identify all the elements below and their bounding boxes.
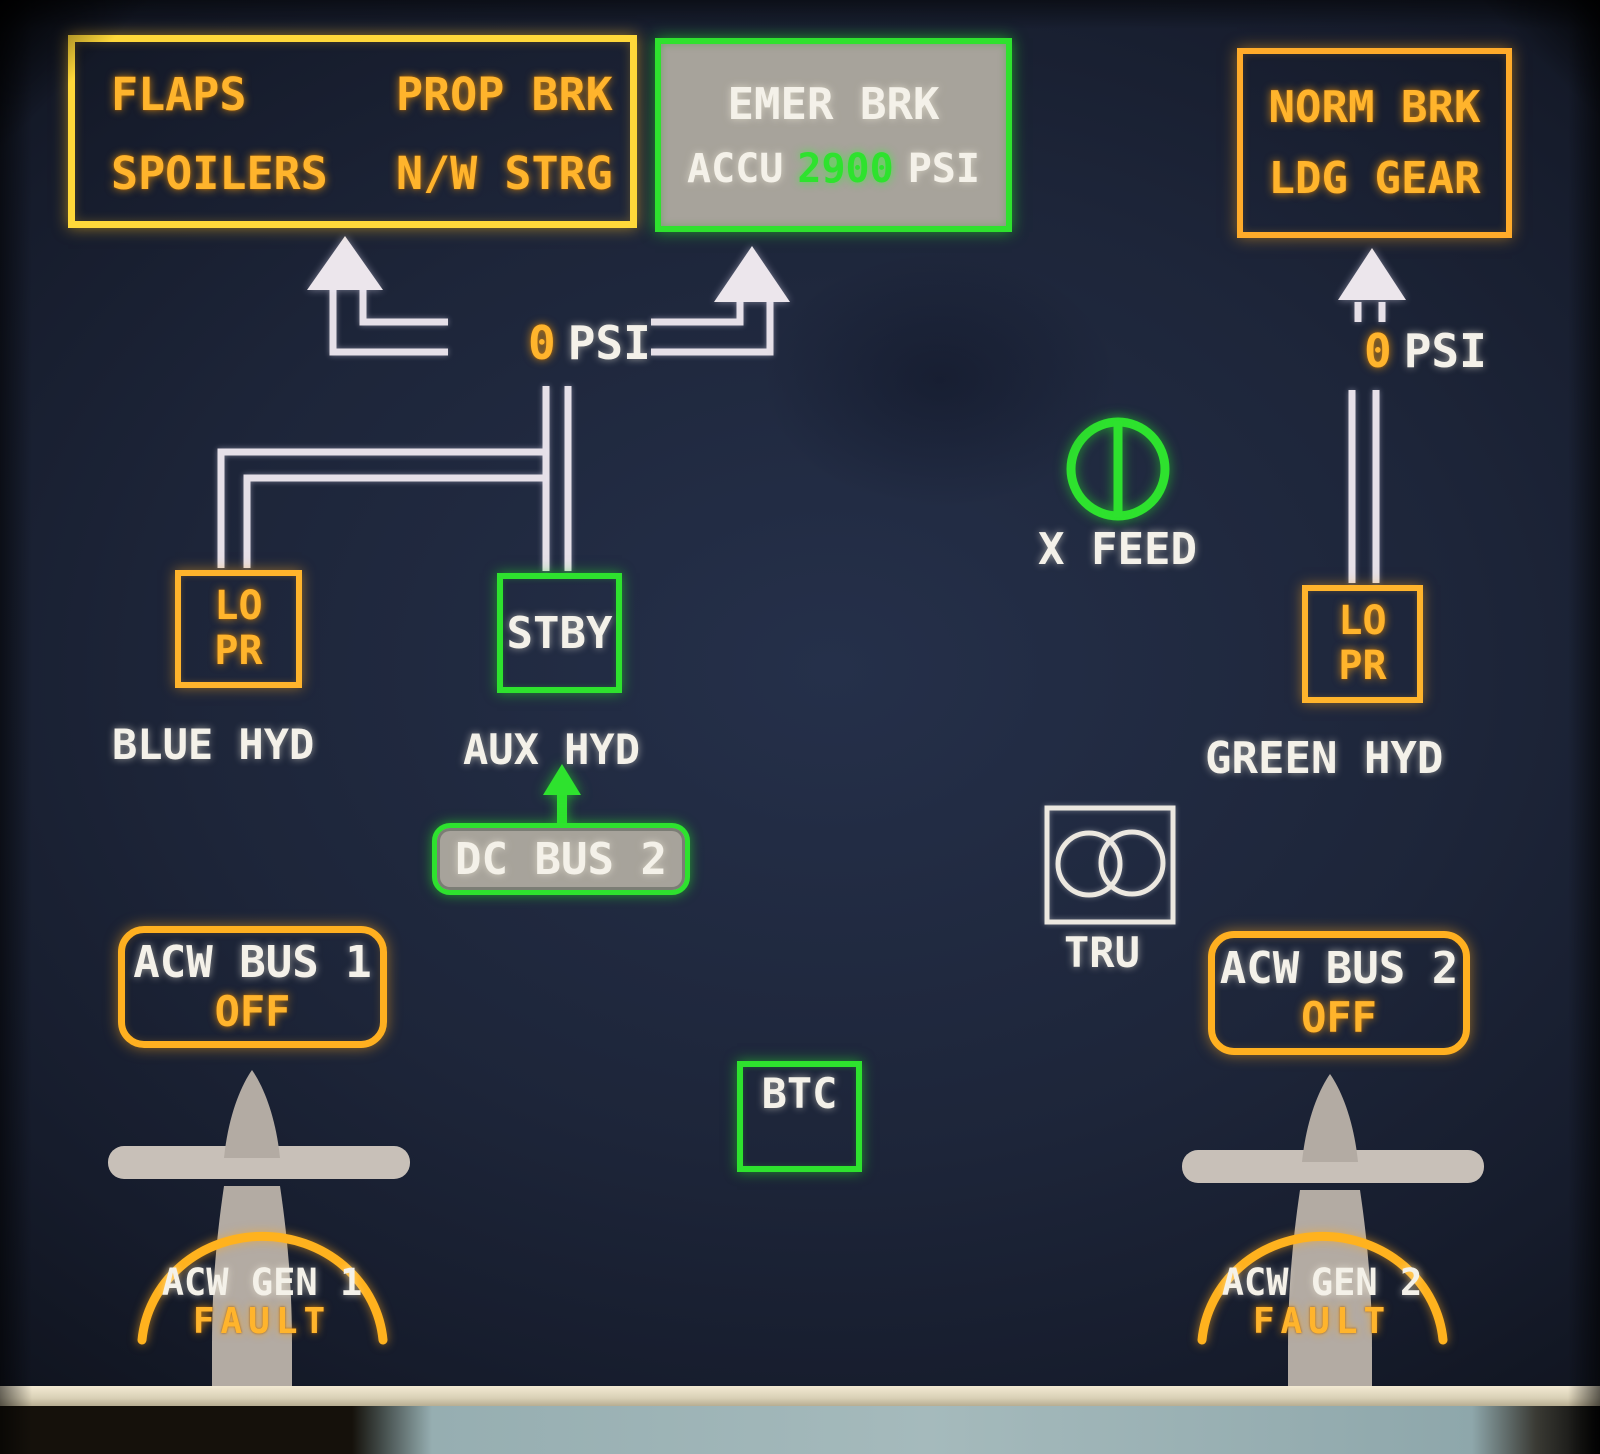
acw-gen1-annunciation: ACW GEN 1 FAULT <box>142 1261 382 1342</box>
blue-hyd-lo-pr-box: LO PR <box>175 570 302 688</box>
aux-line-pressure: 0 PSI <box>528 316 651 370</box>
dc-bus2-box: DC BUS 2 <box>432 823 690 895</box>
green-hyd-label: GREEN HYD <box>1205 733 1444 784</box>
green-line-pressure: 0 PSI <box>1364 324 1487 378</box>
pipe-emer-elbow-outer <box>651 302 774 356</box>
blue-lo-label: LO <box>214 583 263 630</box>
acw-gen1-label: ACW GEN 1 <box>161 1261 363 1304</box>
tru-label: TRU <box>1064 928 1140 977</box>
pipe-left-elbow-inner <box>359 290 448 326</box>
tru-icon <box>1044 805 1176 925</box>
spoilers-label: SPOILERS <box>111 146 328 200</box>
accu-pressure-value: 2900 <box>797 145 894 192</box>
blue-hyd-label: BLUE HYD <box>112 720 315 769</box>
aux-hyd-label: AUX HYD <box>463 725 641 774</box>
btc-label: BTC <box>761 1069 838 1118</box>
acw-bus2-box: ACW BUS 2 OFF <box>1208 931 1470 1055</box>
acw-bus2-label: ACW BUS 2 <box>1219 942 1459 994</box>
prop-brk-label: PROP BRK <box>396 67 613 121</box>
acw-gen2-annunciation: ACW GEN 2 FAULT <box>1202 1261 1442 1342</box>
aux-pressure-unit: PSI <box>567 316 651 370</box>
accu-pressure-row: ACCU 2900 PSI <box>687 146 980 192</box>
acw-bus1-status: OFF <box>214 987 291 1037</box>
screen-reflection <box>760 250 1120 510</box>
acw-bus1-label: ACW BUS 1 <box>133 936 372 988</box>
flow-arrow-flaps-icon <box>307 236 383 290</box>
btc-box: BTC <box>737 1061 862 1172</box>
green-pressure-value: 0 <box>1364 324 1392 378</box>
pipe-emer-elbow-inner <box>651 302 744 326</box>
stby-pump-box: STBY <box>497 573 622 693</box>
display-bezel-lower <box>0 1406 1600 1454</box>
accu-label: ACCU <box>687 145 784 192</box>
pipe-blue-branch-inner <box>243 474 546 568</box>
acw-gen2-status: FAULT <box>1252 1300 1392 1342</box>
acw-bus2-status: OFF <box>1301 993 1377 1043</box>
acw-gen2-label: ACW GEN 2 <box>1221 1261 1423 1304</box>
flow-arrow-emer-brk-icon <box>714 246 790 302</box>
green-lo-label: LO <box>1338 598 1387 645</box>
aux-pressure-value: 0 <box>528 316 556 370</box>
norm-brk-annunciator: NORM BRK LDG GEAR <box>1237 48 1512 238</box>
nw-strg-label: N/W STRG <box>396 146 613 200</box>
display-bezel-strip <box>0 1386 1600 1406</box>
stby-label: STBY <box>506 607 613 659</box>
emer-brk-title: EMER BRK <box>727 78 940 130</box>
norm-brk-label: NORM BRK <box>1268 82 1481 133</box>
blue-pr-label: PR <box>214 628 263 674</box>
accu-pressure-unit: PSI <box>907 145 980 192</box>
green-pressure-unit: PSI <box>1403 324 1487 378</box>
emer-brk-box: EMER BRK ACCU 2900 PSI <box>655 38 1012 232</box>
dc-bus2-label: DC BUS 2 <box>455 833 667 885</box>
pipe-blue-branch-outer <box>217 448 546 568</box>
green-pr-label: PR <box>1338 643 1387 689</box>
ldg-gear-label: LDG GEAR <box>1268 153 1481 204</box>
green-hyd-lo-pr-box: LO PR <box>1302 585 1423 703</box>
flow-arrow-norm-brk-icon <box>1338 248 1406 300</box>
xfeed-label: X FEED <box>1038 524 1197 575</box>
flaps-label: FLAPS <box>111 67 247 121</box>
acw-gen1-status: FAULT <box>192 1300 332 1342</box>
flaps-spoilers-annunciator: FLAPS PROP BRK SPOILERS N/W STRG <box>68 35 637 228</box>
acw-bus1-box: ACW BUS 1 OFF <box>118 926 387 1048</box>
